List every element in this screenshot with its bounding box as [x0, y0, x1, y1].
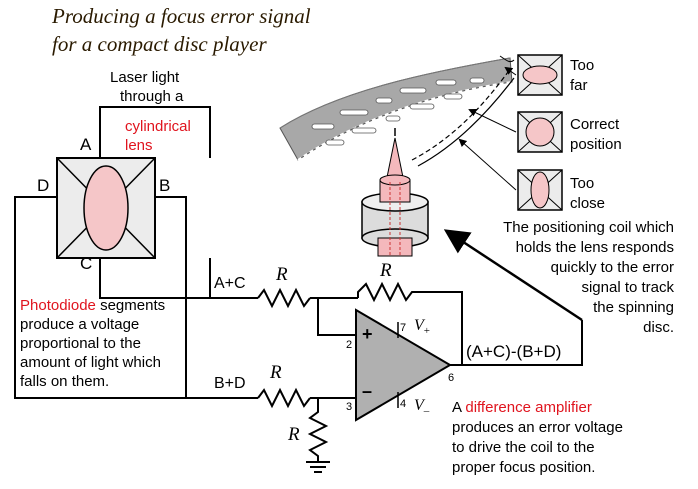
- pin-6: 6: [448, 372, 455, 384]
- too-far-2: far: [570, 77, 588, 94]
- state-box-too-far: [517, 54, 563, 96]
- coil-text-3: quickly to the error: [550, 259, 674, 276]
- vminus-v: V: [414, 397, 424, 414]
- coil-text-4: signal to track: [581, 279, 674, 296]
- too-far-1: Too: [570, 57, 595, 74]
- opamp-minus-sign: –: [362, 381, 373, 401]
- wire-d: [14, 196, 258, 399]
- coil-text-2: holds the lens responds: [515, 239, 674, 256]
- resistor-label-4: R: [288, 424, 300, 445]
- ground-symbol: [306, 461, 330, 473]
- pin-4: 4: [400, 398, 407, 410]
- vminus-sub: –: [423, 405, 430, 418]
- sum-bd-label: B+D: [214, 375, 246, 392]
- coil-text-5: the spinning: [593, 299, 674, 316]
- vplus-v: V: [414, 317, 424, 334]
- photodiode-text-5: falls on them.: [20, 373, 110, 390]
- photodiode-text-4: amount of light which: [20, 354, 161, 371]
- coil-text-1: The positioning coil which: [503, 219, 674, 236]
- photodiode-rest: segments: [95, 297, 166, 314]
- lens-text-1: cylindrical: [125, 118, 191, 135]
- resistor-label-1: R: [276, 264, 288, 285]
- segment-c-label: C: [80, 254, 93, 273]
- amp-text-4: proper focus position.: [452, 459, 596, 476]
- sum-ac-label: A+C: [214, 275, 246, 292]
- vplus-sub: +: [423, 325, 430, 338]
- photodiode-text-2: produce a voltage: [20, 316, 140, 333]
- title-line-1: Producing a focus error signal: [52, 4, 311, 28]
- title-line-2: for a compact disc player: [52, 32, 267, 56]
- too-close-2: close: [570, 195, 606, 212]
- pin-3: 3: [346, 401, 353, 413]
- amp-text-3: to drive the coil to the: [452, 439, 595, 456]
- photodiode-text-1: Photodiode segments: [20, 296, 165, 315]
- vminus-label: V–: [414, 397, 429, 417]
- laser-path: [99, 106, 211, 158]
- laser-text-1: Laser light: [110, 69, 180, 86]
- coil-text: The positioning coil which holds the len…: [503, 218, 674, 338]
- light-spot: [83, 165, 129, 251]
- resistor-input-ac: [257, 287, 311, 309]
- wire-inverting-input: [317, 298, 356, 336]
- photodiode-text-3: proportional to the: [20, 335, 141, 352]
- wire-b: [155, 196, 187, 398]
- op-amp: [355, 308, 452, 422]
- pin-2: 2: [346, 339, 353, 351]
- photodiode-detector: [56, 157, 156, 259]
- resistor-label-2: R: [380, 260, 392, 281]
- lens-coil: [361, 174, 429, 257]
- correct-1: Correct: [570, 116, 620, 133]
- arrow-to-coil: [443, 229, 583, 322]
- resistor-label-3: R: [270, 362, 282, 383]
- disc-pits: [311, 77, 485, 146]
- photodiode-word: Photodiode: [20, 297, 96, 314]
- resistor-feedback: [357, 281, 463, 365]
- laser-text-2: through a: [120, 88, 184, 105]
- lens-text-2: lens: [125, 137, 153, 154]
- resistor-input-bd: [257, 387, 311, 409]
- state-box-too-close: [517, 169, 563, 211]
- pin-7: 7: [400, 322, 407, 334]
- opamp-plus-sign: +: [362, 324, 373, 344]
- state-box-correct: [517, 111, 563, 153]
- segment-a-label: A: [80, 135, 92, 154]
- segment-b-label: B: [159, 176, 171, 195]
- vplus-label: V+: [414, 317, 430, 337]
- correct-2: position: [570, 136, 622, 153]
- amp-prefix: A: [452, 399, 466, 416]
- resistor-ground: [307, 398, 329, 462]
- amp-text-1: A difference amplifier: [452, 398, 592, 417]
- coil-text-6: disc.: [643, 319, 674, 336]
- amp-red: difference amplifier: [465, 399, 592, 416]
- too-close-1: Too: [570, 175, 595, 192]
- output-wire: [450, 320, 583, 366]
- segment-d-label: D: [37, 176, 50, 195]
- wire-c: [99, 258, 258, 299]
- amp-text-2: produces an error voltage: [452, 419, 623, 436]
- output-label: (A+C)-(B+D): [466, 342, 562, 361]
